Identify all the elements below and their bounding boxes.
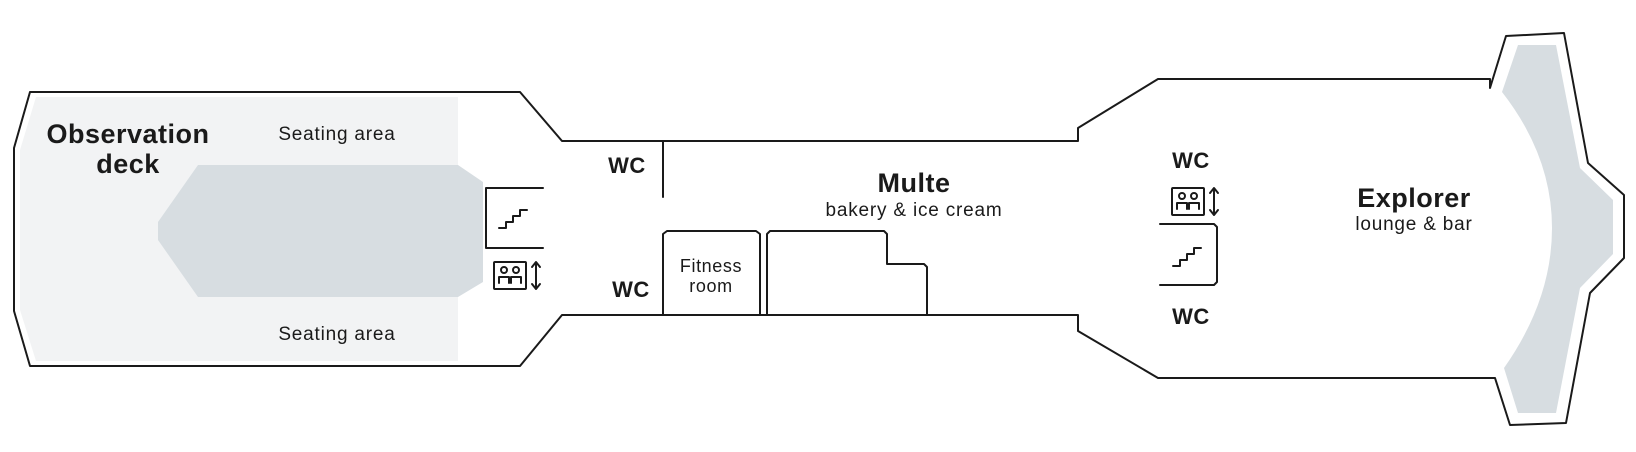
- stairs-icon: [498, 209, 528, 229]
- wc-label-lower-forward: WC: [1172, 304, 1210, 329]
- stairs-icon: [1172, 247, 1202, 267]
- observation-central-zone: [158, 165, 483, 297]
- fitness-room-label-line1: Fitness: [680, 256, 742, 276]
- elevator-icon: [493, 261, 541, 290]
- elevator-icon: [1171, 187, 1219, 216]
- explorer-bow-zone: [1502, 45, 1613, 413]
- observation-deck-title-line1: Observation: [46, 119, 209, 149]
- seating-area-label-top: Seating area: [278, 124, 395, 145]
- seating-area-label-bottom: Seating area: [278, 324, 395, 345]
- multe-subtitle: bakery & ice cream: [825, 200, 1002, 221]
- observation-stairs: [485, 187, 544, 249]
- multe-counter: [766, 230, 928, 316]
- explorer-subtitle: lounge & bar: [1355, 214, 1472, 235]
- fitness-room-walls: [662, 230, 761, 316]
- wc-label-upper-forward: WC: [1172, 148, 1210, 173]
- fitness-room-label-line2: room: [689, 276, 732, 296]
- explorer-title: Explorer: [1357, 183, 1471, 213]
- multe-title: Multe: [878, 168, 951, 198]
- forward-stairs: [1159, 223, 1218, 286]
- wc-label-lower-mid: WC: [612, 277, 650, 302]
- wc-label-upper-mid: WC: [608, 153, 646, 178]
- observation-deck-title-line2: deck: [96, 149, 160, 179]
